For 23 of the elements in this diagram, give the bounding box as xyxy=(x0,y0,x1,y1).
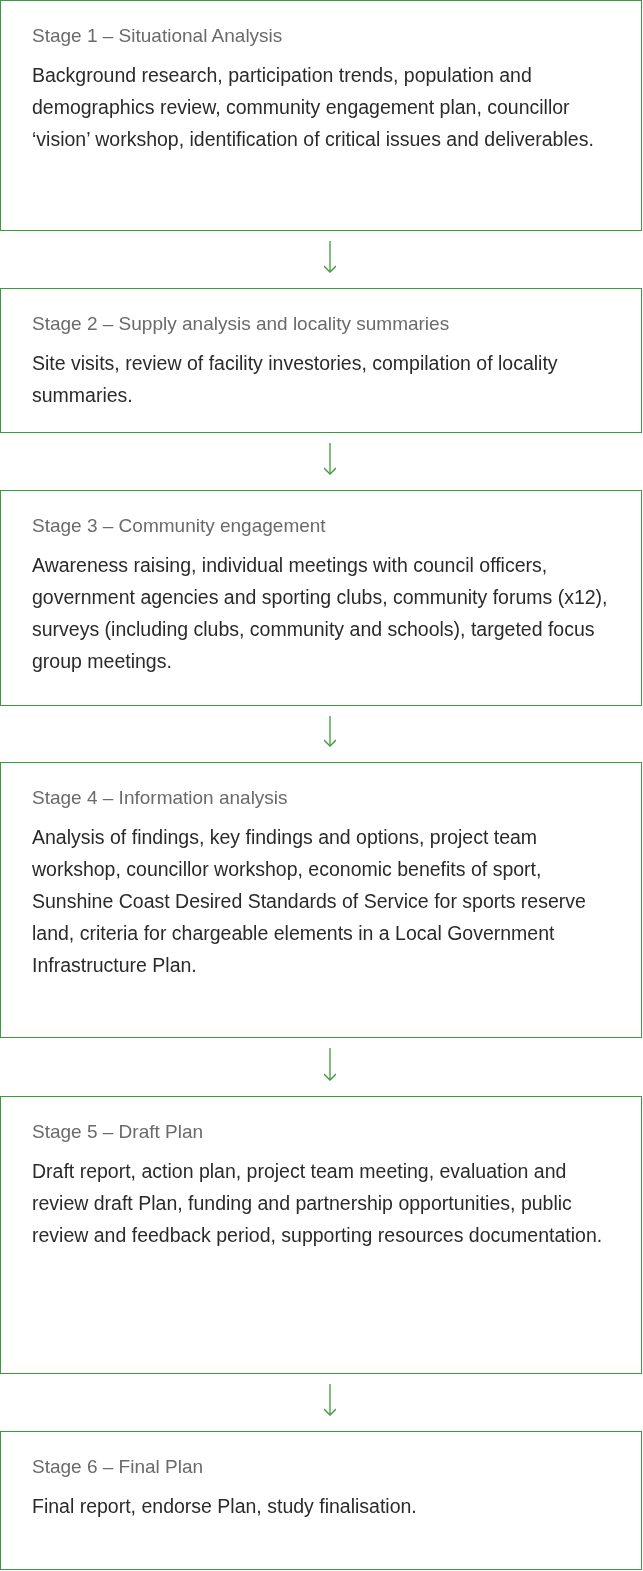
arrow xyxy=(323,715,337,747)
stage-heading: Stage 3 – Community engagement xyxy=(32,514,327,538)
stage-description: Draft report, action plan, project team meeting, evaluation and review draft Plan, funding and partnership opportunities, public review and feedback period, supporting resources documentation. xyxy=(32,1159,604,1248)
stage-description: Awareness raising, individual meetings with council officers, government agencies and sporting clubs, community forums (x12), surveys (including clubs, community and schools), targeted focus group meetings. xyxy=(32,553,609,674)
arrow xyxy=(323,240,337,273)
stage-heading: Stage 5 – Draft Plan xyxy=(32,1120,205,1144)
stage-description: Analysis of findings, key findings and options, project team workshop, councillor workshop, economic benefits of sport, Sunshine Coast Desired Standards of Service for sports reserve land, criteria for chargeable elements in a Local Government Infrastructure Plan. xyxy=(32,825,587,978)
stage-box xyxy=(0,1096,642,1374)
arrow xyxy=(323,442,337,475)
stage-heading: Stage 1 – Situational Analysis xyxy=(32,24,284,48)
stage-description: Final report, endorse Plan, study finalisation. xyxy=(32,1494,418,1519)
stage-description: Background research, participation trends, population and demographics review, community engagement plan, councillor ‘vision’ workshop, identification of critical issues and deliverables. xyxy=(32,63,595,152)
stage-box xyxy=(0,1431,642,1570)
stage-box xyxy=(0,490,642,706)
stage-box xyxy=(0,762,642,1038)
stage-heading: Stage 4 – Information analysis xyxy=(32,786,289,810)
stage-heading: Stage 2 – Supply analysis and locality summaries xyxy=(32,312,451,336)
stage-box xyxy=(0,0,642,231)
stage-heading: Stage 6 – Final Plan xyxy=(32,1455,205,1479)
stage-description: Site visits, review of facility investories, compilation of locality summaries. xyxy=(32,351,559,408)
arrow xyxy=(323,1383,337,1416)
stage-box xyxy=(0,288,642,433)
arrow xyxy=(323,1047,337,1081)
